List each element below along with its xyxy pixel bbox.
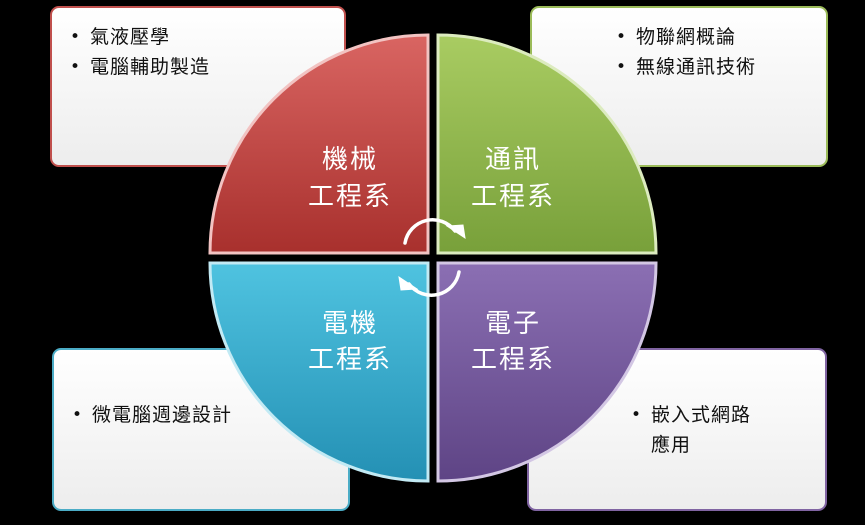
list-item: 無線通訊技術 xyxy=(614,52,810,82)
quadrant-label-communication-2: 工程系 xyxy=(471,182,555,212)
list-item: 物聯網概論 xyxy=(614,22,810,52)
quadrant-electronics xyxy=(436,261,658,483)
quadrant-label-mechanical-2: 工程系 xyxy=(308,182,392,212)
quadrant-mechanical xyxy=(208,33,430,255)
cycle-arrows-icon xyxy=(398,218,466,297)
list-item: 電腦輔助製造 xyxy=(68,52,328,82)
quadrant-label-communication-1: 通訊 xyxy=(485,145,541,175)
list-item: 嵌入式網路應用 xyxy=(629,400,809,460)
quadrant-label-electronics-2: 工程系 xyxy=(471,345,555,375)
quadrant-label-electronics-1: 電子 xyxy=(485,309,541,339)
quadrant-communication xyxy=(436,33,658,255)
quadrant-label-mechanical-1: 機械 xyxy=(322,145,378,175)
quadrant-label-electrical-1: 電機 xyxy=(322,309,378,339)
quadrant-electrical xyxy=(208,261,430,483)
quadrant-label-electrical-2: 工程系 xyxy=(308,345,392,375)
list-item: 微電腦週邊設計 xyxy=(70,400,332,430)
list-item: 氣液壓學 xyxy=(68,22,328,52)
